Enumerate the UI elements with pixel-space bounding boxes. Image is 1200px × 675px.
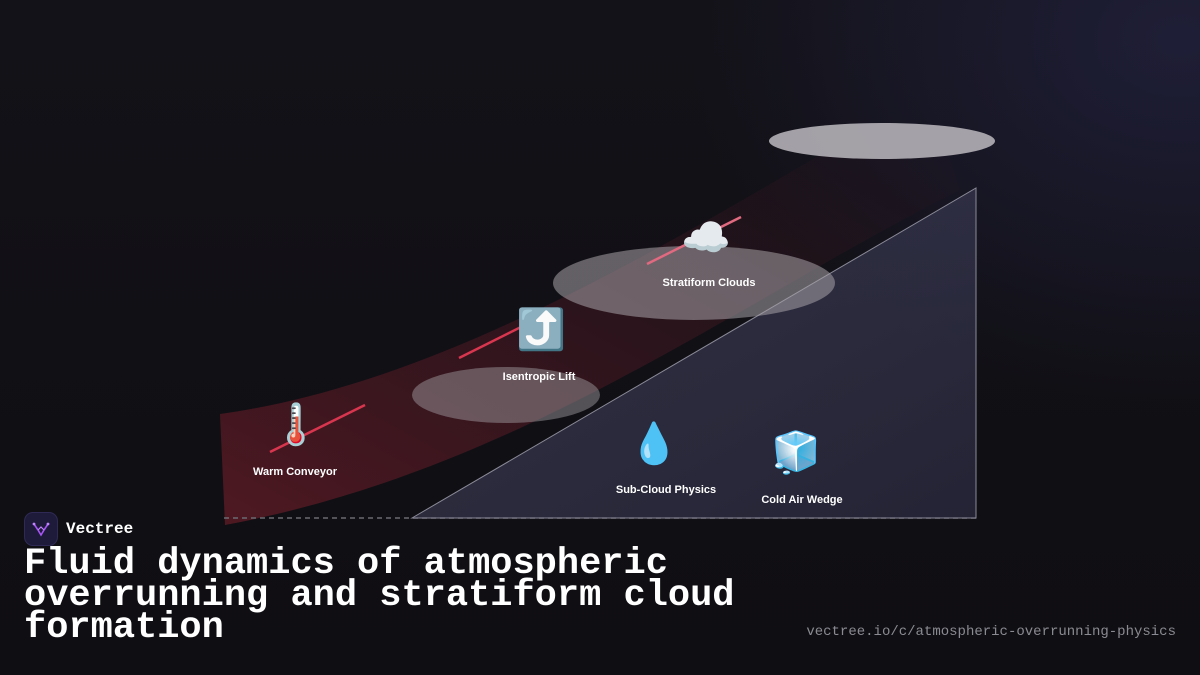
streamline [646, 215, 742, 266]
thermometer-icon: 🌡️ [271, 402, 321, 448]
cloud-layer-low [412, 367, 600, 423]
node-label-sub-cloud-physics: Sub-Cloud Physics [615, 484, 717, 496]
node-label-cold-air-wedge: Cold Air Wedge [761, 494, 843, 506]
vectree-logo-icon [24, 512, 58, 546]
cold-air-wedge [410, 187, 977, 519]
cloud-icon: ☁️ [681, 215, 731, 261]
up-arrow-icon: ⤴️ [516, 307, 566, 353]
droplet-icon: 💧 [629, 421, 679, 467]
cloud-layer-top [769, 123, 995, 159]
brand-name: Vectree [66, 520, 134, 538]
streamline [458, 323, 526, 360]
cloud-layer-mid [553, 246, 835, 320]
warm-conveyor-band [220, 125, 960, 525]
page-title: Fluid dynamics of atmospheric overrunnin… [24, 543, 735, 649]
streamline [269, 403, 366, 454]
node-label-stratiform-clouds: Stratiform Clouds [662, 277, 756, 289]
node-label-warm-conveyor: Warm Conveyor [253, 466, 337, 478]
source-url[interactable]: vectree.io/c/atmospheric-overrunning-phy… [806, 624, 1176, 640]
ice-cube-icon: 🧊 [771, 430, 821, 476]
brand: Vectree [24, 512, 133, 546]
node-label-isentropic-lift: Isentropic Lift [502, 371, 576, 383]
